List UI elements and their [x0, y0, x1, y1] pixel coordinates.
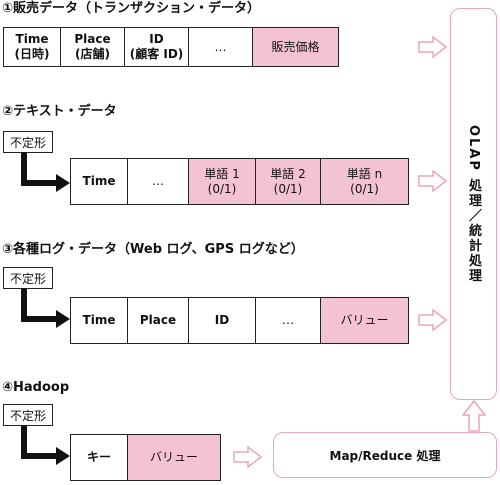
cell-sublabel: (日時) [14, 47, 50, 61]
cell-label: 単語 1 [204, 166, 240, 181]
cell-label: バリュー [340, 313, 389, 327]
unstructured-tag: 不定形 [3, 267, 53, 289]
cell-label: バリュー [149, 450, 198, 464]
cell-label: Time [82, 174, 116, 188]
value-cell: バリュー [127, 434, 221, 481]
elbow-arrow-icon [21, 425, 70, 465]
word1-cell: 単語 1 (0/1) [188, 158, 256, 205]
value-cell: バリュー [320, 297, 409, 344]
hollow-arrow-icon [233, 446, 263, 468]
hollow-arrow-icon [418, 170, 448, 192]
up-arrow-icon [462, 400, 486, 432]
place-cell: Place (店舗) [60, 27, 125, 67]
cell-sublabel: (0/1) [207, 181, 237, 196]
cell-label: Time [82, 313, 116, 327]
section4-heading: ④Hadoop [2, 380, 70, 395]
cell-label: Time [15, 32, 49, 46]
id-cell: ID [188, 297, 256, 344]
hollow-arrow-icon [418, 309, 448, 331]
cell-label: 販売価格 [271, 39, 320, 54]
id-cell: ID (顧客 ID) [124, 27, 189, 67]
ellipsis-cell: … [188, 27, 253, 67]
cell-label: ID [214, 313, 230, 327]
ellipsis-cell: … [255, 297, 321, 344]
ellipsis-cell: … [127, 158, 189, 205]
elbow-arrow-icon [21, 152, 70, 192]
hollow-arrow-icon [418, 36, 448, 58]
place-cell: Place [127, 297, 189, 344]
cell-sublabel: (店舗) [75, 47, 110, 61]
section1-heading: ①販売データ（トランザクション・データ） [2, 1, 261, 16]
olap-box: OLAP 処理／統計処理 [450, 8, 497, 400]
cell-label: … [282, 313, 294, 327]
section2-heading: ②テキスト・データ [2, 104, 117, 119]
cell-sublabel: (0/1) [273, 181, 303, 196]
elbow-arrow-icon [21, 288, 70, 328]
unstructured-tag: 不定形 [3, 404, 53, 426]
mapreduce-label: Map/Reduce 処理 [329, 448, 441, 463]
mapreduce-box: Map/Reduce 処理 [273, 432, 497, 478]
time-cell: Time [70, 297, 128, 344]
cell-label: Place [74, 32, 111, 46]
time-cell: Time (日時) [3, 27, 61, 67]
cell-sublabel: (顧客 ID) [129, 47, 184, 61]
cell-label: キー [86, 450, 111, 464]
cell-label: ID [149, 32, 164, 46]
section3-heading: ③各種ログ・データ（Web ログ、GPS ログなど） [2, 242, 304, 257]
cell-label: … [214, 39, 227, 54]
cell-label: Place [139, 313, 177, 327]
cell-label: 単語 n [346, 166, 383, 181]
time-cell: Time [70, 158, 128, 205]
wordn-cell: 単語 n (0/1) [320, 158, 409, 205]
cell-sublabel: (0/1) [350, 181, 379, 196]
olap-label: OLAP 処理／統計処理 [466, 124, 481, 284]
cell-label: … [152, 174, 164, 188]
word2-cell: 単語 2 (0/1) [255, 158, 321, 205]
unstructured-tag: 不定形 [3, 131, 53, 153]
sales-price-cell: 販売価格 [252, 27, 339, 67]
key-cell: キー [70, 434, 128, 481]
cell-label: 単語 2 [270, 166, 306, 181]
